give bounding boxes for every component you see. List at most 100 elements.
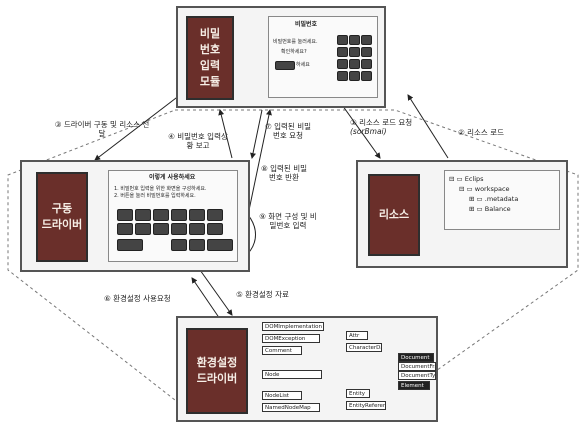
edge-label-text: ⑦ 입력된 비밀번호 요청 [265,122,311,141]
resource-tree-panel: ⊟ ▭ Eclips ⊟ ▭ workspace ⊞ ▭ .metadata ⊞… [444,170,560,230]
tree-node-label: workspace [474,185,510,193]
keypad-key[interactable] [189,209,205,221]
edge-6-line [199,269,233,316]
tree-node[interactable]: ⊟ ▭ workspace [459,185,510,193]
edge-label-text: ⑥ 환경설정 사용요청 [104,294,171,303]
keypad-key[interactable] [361,71,372,81]
edge-5-label: ⑤ 환경설정 자료 [236,290,289,299]
driver-screen-line: 2. 버튼을 눌러 비밀번호를 입력하세요. [114,193,196,199]
env-node: DocumentType [398,371,436,380]
driver-screen-line: 1. 비밀번호 입력을 위한 화면을 구성하세요. [114,186,207,192]
keypad-key[interactable] [207,209,223,221]
keypad-key[interactable] [189,239,205,251]
edge-8-label: ⑧ 입력된 비밀번호 반환 [258,164,310,183]
keypad-key[interactable] [153,223,169,235]
env-node: Node [262,370,322,379]
keypad-key[interactable] [171,239,187,251]
keypad-key[interactable] [171,223,187,235]
edge-label-text: ② 리소스 로드 [458,128,504,137]
env-node: DOMException [262,334,320,343]
tree-node[interactable]: ⊟ ▭ Eclips [449,175,484,183]
keypad-key[interactable] [153,209,169,221]
edge-3-line [94,94,181,161]
module-screen-line: 비밀번호를 눌러세요. [273,39,318,45]
resource-title: 리소스 [368,174,420,256]
keypad-key[interactable] [349,71,360,81]
keypad-key[interactable] [135,209,151,221]
keypad-key[interactable] [189,223,205,235]
edge-1-label: ① 리소스 로드 요청 (sorBmai) [350,118,412,137]
keypad-key[interactable] [135,223,151,235]
folder-icon: ▭ [476,205,483,213]
edge-4-label: ④ 비밀번호 입력상황 보고 [166,132,230,151]
env-node: NamedNodeMap [262,403,320,412]
edge-7-label: ⑦ 입력된 비밀번호 요청 [262,122,314,141]
edge-2-line [407,94,449,159]
edge-9-label: ⑨ 화면 구성 및 비밀번호 입력 [258,212,318,231]
module-field-suffix: 하세요 [296,62,310,68]
env-node: EntityReference [346,401,386,410]
module-title-line: 모듈 [199,74,221,88]
keypad-key[interactable] [117,209,133,221]
driver-screen-header: 이렇게 사용하세요 [149,174,196,181]
keypad-wide-key[interactable] [207,239,233,251]
folder-icon: ▭ [476,195,483,203]
keypad-key[interactable] [349,59,360,69]
keypad-key[interactable] [207,223,223,235]
keypad-wide-key[interactable] [117,239,143,251]
env-title-line: 드라이버 [196,372,238,385]
tree-node-label: .metadata [484,195,519,203]
module-screen: 비밀번호 비밀번호를 눌러세요. 확인하세요? 하세요 [268,16,378,98]
driver-title-line: 구동 [51,202,73,216]
env-node: Element [398,381,430,390]
resource-title-text: 리소스 [378,208,410,222]
resource-tree: ⊟ ▭ Eclips ⊟ ▭ workspace ⊞ ▭ .metadata ⊞… [449,174,518,214]
tree-node[interactable]: ⊞ ▭ Balance [469,205,511,213]
folder-icon: ▭ [456,175,463,183]
env-node: Document [398,353,434,362]
driver-title-line: 드라이버 [41,218,83,231]
keypad-key[interactable] [349,35,360,45]
password-input-module: 비밀 번호 입력 모듈 비밀번호 비밀번호를 눌러세요. 확인하세요? 하세요 [176,6,386,108]
env-node: NodeList [262,391,302,400]
edge-label-text: ① 리소스 로드 요청 [350,118,413,127]
edge-2-label: ② 리소스 로드 [458,128,504,137]
env-node: DocumentFragment [398,362,436,371]
module-title-line: 입력 [199,59,221,72]
env-node: Entity [346,389,370,398]
keypad-key[interactable] [337,59,348,69]
env-title: 환경설정 드라이버 [186,328,248,414]
keypad-key[interactable] [361,59,372,69]
tree-node-label: Balance [484,205,511,213]
folder-icon: ▭ [466,185,473,193]
resource-box: 리소스 ⊟ ▭ Eclips ⊟ ▭ workspace ⊞ ▭ .metada… [356,160,568,268]
edge-6-label: ⑥ 환경설정 사용요청 [104,294,171,303]
driver-screen: 이렇게 사용하세요 1. 비밀번호 입력을 위한 화면을 구성하세요. 2. 버… [108,170,238,262]
driver-keypad [117,209,233,259]
module-password-field[interactable] [275,61,295,70]
tree-node-label: Eclips [464,175,484,183]
keypad-key[interactable] [361,35,372,45]
edge-8-line [247,109,272,216]
keypad-key[interactable] [337,71,348,81]
keypad-key[interactable] [337,47,348,57]
keypad-key[interactable] [117,223,133,235]
edge-3-label: ③ 드라이버 구동 및 리소스 전달 [54,120,150,139]
env-title-line: 환경설정 [196,356,238,370]
edge-label-text: ⑤ 환경설정 자료 [236,290,289,299]
env-node: Comment [262,346,302,355]
module-title-line: 번호 [199,43,221,57]
tree-node[interactable]: ⊞ ▭ .metadata [469,195,519,203]
run-driver: 구동 드라이버 이렇게 사용하세요 1. 비밀번호 입력을 위한 화면을 구성하… [20,160,250,272]
edge-label-text: ⑧ 입력된 비밀번호 반환 [261,164,307,183]
keypad-key[interactable] [337,35,348,45]
keypad-key[interactable] [171,209,187,221]
keypad-key[interactable] [349,47,360,57]
edge-label-subtext: (sorBmai) [350,127,387,137]
edge-label-text: ⑨ 화면 구성 및 비밀번호 입력 [259,212,317,231]
edge-7-line [250,109,263,159]
edge-label-text: ④ 비밀번호 입력상황 보고 [168,132,228,151]
keypad-key[interactable] [361,47,372,57]
module-keypad [337,35,373,91]
env-node: Attr [346,331,368,340]
